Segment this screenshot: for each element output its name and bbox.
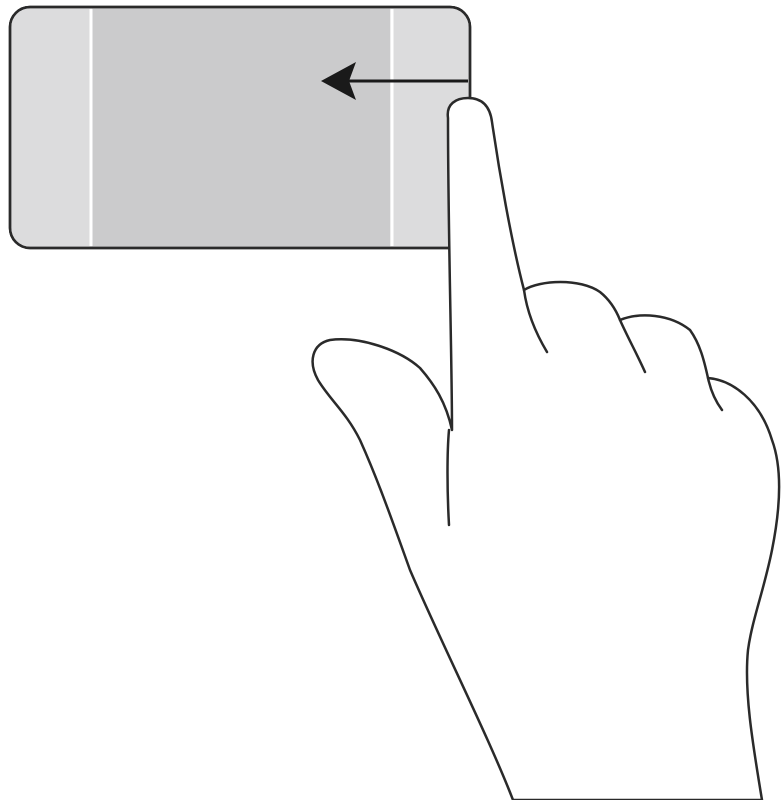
touchpad-center-zone bbox=[92, 8, 390, 247]
ring-pinky-crease bbox=[706, 376, 724, 412]
middle-ring-crease bbox=[618, 318, 647, 374]
index-middle-crease bbox=[522, 288, 549, 354]
hand-silhouette bbox=[311, 96, 781, 800]
pointing-hand-icon bbox=[311, 96, 781, 800]
thumb-crease bbox=[446, 428, 451, 527]
arrowhead bbox=[321, 62, 356, 100]
arrow-left-icon bbox=[321, 62, 468, 100]
touchpad-icon bbox=[8, 5, 472, 250]
